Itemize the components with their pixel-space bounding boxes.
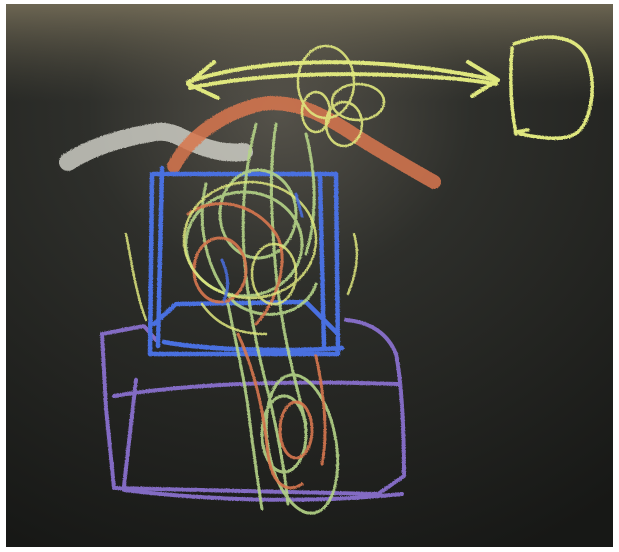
board-top-glow: [6, 4, 613, 547]
chalkboard: [6, 4, 613, 547]
chalk-drawing: [6, 4, 613, 547]
